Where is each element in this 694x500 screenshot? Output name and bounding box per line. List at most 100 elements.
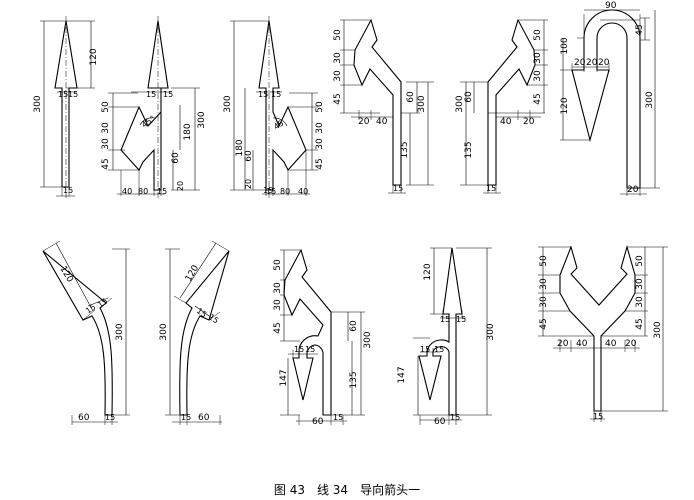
figure-caption: 图 43 线 34 导向箭头一 xyxy=(0,481,694,498)
arrow-straight-or-turn-mirror-dim: 20 xyxy=(244,179,253,189)
arrow-straight-or-turn-mirror-dim: 30 xyxy=(315,138,325,150)
arrow-u-turn-shape xyxy=(571,9,641,189)
arrow-straight-or-turn-dim: 80 xyxy=(138,187,148,196)
arrow-turn-left-dim: 20 xyxy=(358,117,370,127)
arrow-straight-or-turn-dim: 30 xyxy=(101,138,111,150)
arrow-left-or-right-dim: 45 xyxy=(539,318,549,329)
arrow-u-turn-dim: 45 xyxy=(635,24,645,35)
arrow-turn-right-dim: 135 xyxy=(464,141,474,158)
arrow-straight-or-turn-dim: 15 xyxy=(163,90,173,99)
arrow-turn-left: 50 30 30 45 60 300 135 20 40 15 xyxy=(333,18,434,194)
arrow-left-or-u-turn-dim: 15 xyxy=(305,345,315,354)
arrow-straight-or-u-turn-dim: 147 xyxy=(397,366,407,383)
arrow-straight-or-turn-mirror-dim: 15 xyxy=(263,186,273,195)
arrow-u-turn-dim: 120 xyxy=(560,97,570,114)
arrow-left-or-right-dim: 40 xyxy=(605,339,617,349)
arrow-left-or-right-dim: 30 xyxy=(635,296,645,308)
arrow-straight-or-turn-dim: 15 xyxy=(157,187,167,196)
arrow-straight-dim: 15 xyxy=(68,90,78,99)
arrow-straight-dim: 300 xyxy=(33,95,43,112)
arrow-straight-or-turn-dim: 45 xyxy=(101,158,111,169)
arrow-turn-left-dim: 300 xyxy=(417,95,427,112)
arrow-turn-right: 50 30 30 45 60 300 135 40 20 15 xyxy=(455,18,548,194)
figure-title: 导向箭头一 xyxy=(360,483,421,497)
arrow-turn-left-shape xyxy=(353,18,402,186)
arrow-u-turn-dim: 90 xyxy=(605,1,617,11)
arrow-u-turn-dim: 300 xyxy=(645,91,655,108)
arrow-straight-or-turn-mirror-dim: 40 xyxy=(298,187,308,196)
arrow-turn-left-dim: 50 xyxy=(333,29,343,41)
arrow-turn-left-dim: 135 xyxy=(400,141,410,158)
arrow-left-or-u-turn-dim: 135 xyxy=(349,371,359,388)
arrow-turn-left-dim: 40 xyxy=(376,117,388,127)
arrow-turn-right-shape xyxy=(487,18,536,186)
arrow-straight-or-turn-dim: 20 xyxy=(176,181,185,191)
arrow-left-or-u-turn-dim: 147 xyxy=(279,369,289,386)
arrow-straight-or-u-turn-dim: 15 xyxy=(440,315,450,324)
arrow-u-turn: 90 45 100 20 20 20 120 300 20 xyxy=(560,1,660,196)
arrow-straight-or-u-turn-shape xyxy=(418,247,463,416)
arrow-merge-left-dim: 300 xyxy=(115,323,125,340)
arrow-u-turn-dim: 20 xyxy=(574,58,586,68)
arrow-straight-or-turn-dim: 15 xyxy=(146,90,156,99)
arrow-left-or-right-dim: 30 xyxy=(539,278,549,290)
arrow-turn-right-dim: 30 xyxy=(533,52,543,64)
arrow-left-or-u-turn-dim: 60 xyxy=(349,320,359,332)
arrow-straight-dim: 120 xyxy=(89,48,99,65)
figure-number: 图 43 xyxy=(273,483,305,497)
arrow-left-or-right-dim: 20 xyxy=(625,339,637,349)
arrow-left-or-right-shape xyxy=(559,244,636,412)
arrow-turn-left-dim: 45 xyxy=(333,93,343,104)
arrow-left-or-u-turn-dim: 30 xyxy=(273,299,283,311)
arrow-straight-or-turn-mirror-dim: 15 xyxy=(258,90,268,99)
arrow-left-or-u-turn-dim: 15 xyxy=(333,413,343,422)
arrow-straight-or-turn-mirror-dim: 80 xyxy=(280,187,290,196)
arrow-left-or-right-dim: 30 xyxy=(635,278,645,290)
arrow-straight-or-turn-dim: 60 xyxy=(171,152,181,164)
arrow-u-turn-dim: 100 xyxy=(560,37,570,54)
arrow-straight-or-turn-dim: 180 xyxy=(183,123,193,140)
arrow-merge-right-shape xyxy=(179,250,230,416)
arrow-left-or-right: 50 30 30 45 50 30 30 45 300 20 40 40 20 … xyxy=(538,244,668,422)
arrow-straight-or-u-turn-dim: 120 xyxy=(423,263,433,280)
arrow-merge-right-dim: 15 xyxy=(181,413,191,422)
arrow-turn-right-dim: 20 xyxy=(523,117,535,127)
line-number: 线 34 xyxy=(316,483,349,497)
arrow-turn-left-dim: 30 xyxy=(333,52,343,64)
arrow-turn-right-dim: 15 xyxy=(486,184,496,193)
arrow-left-or-u-turn: 50 30 30 45 60 300 15 15 147 135 60 15 xyxy=(273,248,373,427)
arrow-left-or-right-dim: 300 xyxy=(653,321,663,338)
arrow-straight-or-turn-shape xyxy=(120,20,169,191)
arrow-merge-right-dim: 60 xyxy=(198,413,210,423)
arrow-straight-or-u-turn-dim: 300 xyxy=(486,323,496,340)
arrow-left-or-right-dim: 50 xyxy=(635,255,645,267)
arrow-straight-or-turn-mirror-dim: 15 xyxy=(266,187,276,196)
arrow-turn-right-dim: 45 xyxy=(533,93,543,104)
arrow-left-or-right-dim: 15 xyxy=(593,412,603,421)
arrow-straight-or-u-turn-dim: 15 xyxy=(450,413,460,422)
arrow-u-turn-dim: 20 xyxy=(586,58,598,68)
arrow-straight-or-turn-mirror-dim: 300 xyxy=(223,95,233,112)
arrow-merge-left-dim: 15 xyxy=(105,413,115,422)
arrow-straight-or-u-turn-dim: 15 xyxy=(420,345,430,354)
arrow-straight-or-turn-mirror-dim: 180 xyxy=(235,139,245,156)
arrow-left-or-right-dim: 45 xyxy=(635,318,645,329)
arrow-turn-right-dim: 30 xyxy=(533,70,543,82)
arrow-straight-dim: 15 xyxy=(58,90,68,99)
arrow-left-or-u-turn-dim: 300 xyxy=(363,331,373,348)
arrow-turn-right-dim: 60 xyxy=(464,91,474,103)
arrow-straight: 120 300 15 15 15 xyxy=(33,16,99,200)
arrow-straight-or-turn: 50 30 30 45 45° 180 60 300 20 40 80 15 1… xyxy=(101,16,207,200)
arrow-straight-or-turn-mirror-shape xyxy=(258,20,307,191)
arrow-straight-or-turn-dim: 30 xyxy=(101,122,111,134)
arrow-merge-left-shape xyxy=(42,250,113,416)
arrow-straight-or-turn-dim: 40 xyxy=(122,187,132,196)
arrow-left-or-u-turn-dim: 50 xyxy=(273,259,283,271)
arrow-left-or-u-turn-dim: 15 xyxy=(294,345,304,354)
arrow-left-or-right-dim: 30 xyxy=(539,296,549,308)
arrow-straight-or-u-turn-dim: 60 xyxy=(434,417,446,427)
arrow-straight-or-turn-mirror-dim: 15 xyxy=(271,90,281,99)
arrow-straight-or-turn-mirror-dim: 45 xyxy=(315,158,325,169)
arrow-merge-right-dim: 300 xyxy=(159,323,169,340)
